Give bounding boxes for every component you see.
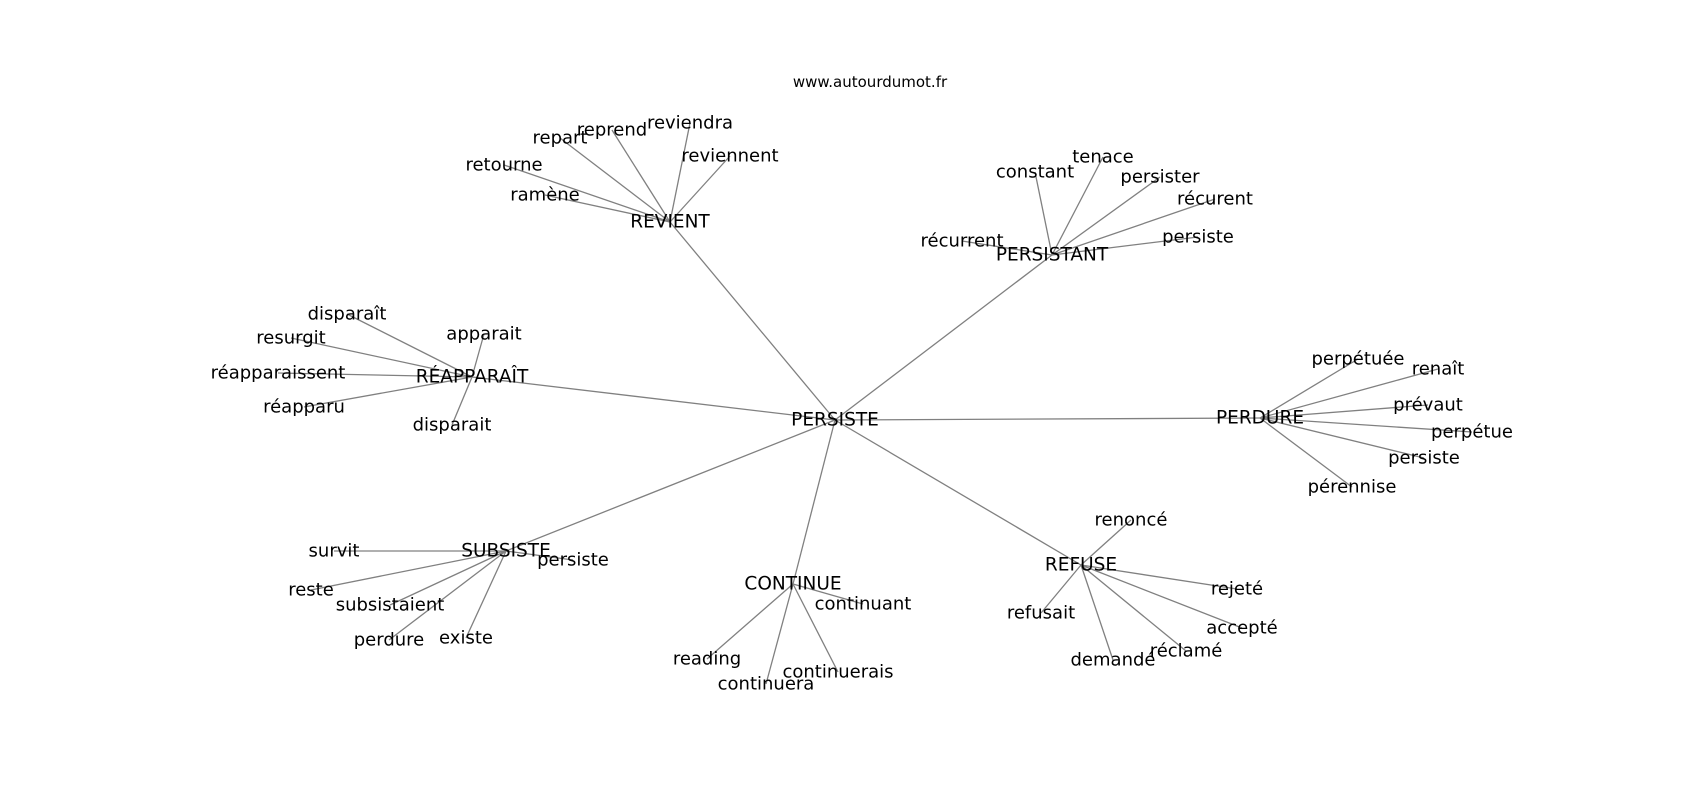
leaf-word: perdure: [354, 630, 425, 651]
leaf-word: perpétuée: [1311, 349, 1404, 370]
hub-word: PERSISTANT: [996, 245, 1109, 266]
hub-word-edge: [1051, 156, 1104, 256]
leaf-word: prévaut: [1393, 395, 1463, 416]
graph-labels: PERSISTE REVIENT retourne ramène repartrepre…: [211, 113, 1513, 695]
hub-word: SUBSISTE: [461, 541, 551, 562]
hub-word-edge: [451, 376, 473, 426]
leaf-word: tenace: [1072, 147, 1134, 168]
hub-word-edge: [503, 164, 671, 223]
hub-word-edge: [471, 333, 485, 378]
hub-word-edge: [961, 240, 1053, 256]
leaf-word: subsistaient: [336, 595, 445, 616]
leaf-word: récurent: [1177, 189, 1253, 210]
hub-word-edge: [1051, 198, 1216, 256]
hub-word-edge: [310, 550, 507, 591]
hub-word-edge: [559, 137, 671, 223]
hub-word: RÉAPPARAÎT: [416, 366, 529, 388]
leaf-word: renaît: [1412, 359, 1465, 380]
leaf-word: réapparu: [263, 397, 345, 418]
leaf-word: réapparaissent: [211, 363, 346, 384]
hub-word-edge: [389, 550, 507, 606]
leaf-word: accepté: [1206, 618, 1277, 639]
hub-word-edge: [669, 122, 691, 223]
hub-word-edge: [1080, 564, 1243, 629]
hub-word-edge: [706, 583, 794, 660]
center-hub-edge: [834, 417, 1261, 421]
hub-word-edge: [1080, 519, 1132, 566]
leaf-word: renoncé: [1095, 510, 1168, 531]
leaf-word: reste: [288, 580, 334, 601]
hub-word-edge: [1259, 358, 1359, 419]
hub-word-edge: [1080, 564, 1238, 590]
hub-word-edge: [792, 583, 839, 673]
leaf-word: persiste: [1388, 448, 1460, 469]
hub-word-edge: [669, 155, 731, 223]
hub-word-edge: [1040, 564, 1082, 614]
leaf-word: continuerais: [782, 662, 893, 683]
hub-word-edge: [1259, 404, 1429, 419]
hub-word-edge: [544, 194, 671, 223]
center-hub-edge: [669, 221, 836, 421]
hub-word-edge: [765, 583, 794, 685]
leaf-word: existe: [439, 628, 493, 649]
leaf-word: persister: [1120, 167, 1200, 188]
graph-edges: [277, 122, 1473, 685]
leaf-word: demandé: [1071, 650, 1156, 671]
leaf-word: survit: [309, 541, 360, 562]
leaf-word: persiste: [537, 550, 609, 571]
leaf-word: perpétue: [1431, 422, 1513, 443]
center-hub-edge: [471, 376, 836, 421]
hub-word-edge: [346, 313, 473, 378]
site-label: www.autourdumot.fr: [793, 73, 948, 91]
hub-word-edge: [1259, 368, 1439, 419]
leaf-word: récurrent: [920, 231, 1003, 252]
hub-word-edge: [1051, 176, 1161, 256]
leaf-word: pérennise: [1308, 477, 1397, 498]
leaf-word: apparait: [446, 324, 521, 345]
center-hub-edge: [834, 419, 1082, 566]
leaf-word: constant: [996, 162, 1074, 183]
hub-word-edge: [277, 372, 473, 378]
hub-word-edge: [290, 337, 473, 378]
leaf-word: continuant: [815, 594, 912, 615]
leaf-word: refusait: [1007, 603, 1075, 624]
hub-word-edge: [388, 550, 507, 641]
hub-word-edge: [465, 550, 507, 639]
leaf-word: reviendra: [647, 113, 733, 134]
leaf-word: rejeté: [1211, 579, 1263, 600]
leaf-word: disparait: [413, 415, 492, 436]
hub-word-edge: [611, 129, 671, 223]
leaf-word: reprend: [577, 120, 647, 141]
center-word: PERSISTE: [791, 410, 879, 431]
hub-word: CONTINUE: [744, 574, 841, 595]
hub-word-edge: [1259, 417, 1353, 488]
hub-word: REVIENT: [630, 212, 710, 233]
leaf-word: continuera: [718, 674, 815, 695]
leaf-word: persiste: [1162, 227, 1234, 248]
hub-word: REFUSE: [1045, 555, 1117, 576]
center-hub-edge: [505, 419, 836, 552]
leaf-word: ramène: [510, 185, 580, 206]
hub-word-edge: [1034, 171, 1053, 256]
hub-word: PERDURE: [1216, 408, 1304, 429]
center-hub-edge: [834, 254, 1053, 421]
leaf-word: repart: [533, 128, 588, 149]
hub-word-edge: [1259, 417, 1473, 433]
leaf-word: resurgit: [256, 328, 325, 349]
hub-word-edge: [1259, 417, 1425, 459]
hub-word-edge: [505, 550, 574, 561]
leaf-word: reviennent: [681, 146, 778, 167]
hub-word-edge: [303, 376, 473, 408]
hub-word-edge: [792, 583, 864, 605]
center-hub-edge: [792, 419, 836, 585]
leaf-word: disparaît: [308, 304, 387, 325]
leaf-word: reading: [673, 649, 741, 670]
leaf-word: retourne: [465, 155, 542, 176]
hub-word-edge: [1080, 564, 1114, 661]
leaf-word: réclamé: [1150, 641, 1223, 662]
hub-word-edge: [1080, 564, 1187, 652]
hub-word-edge: [1051, 236, 1199, 256]
